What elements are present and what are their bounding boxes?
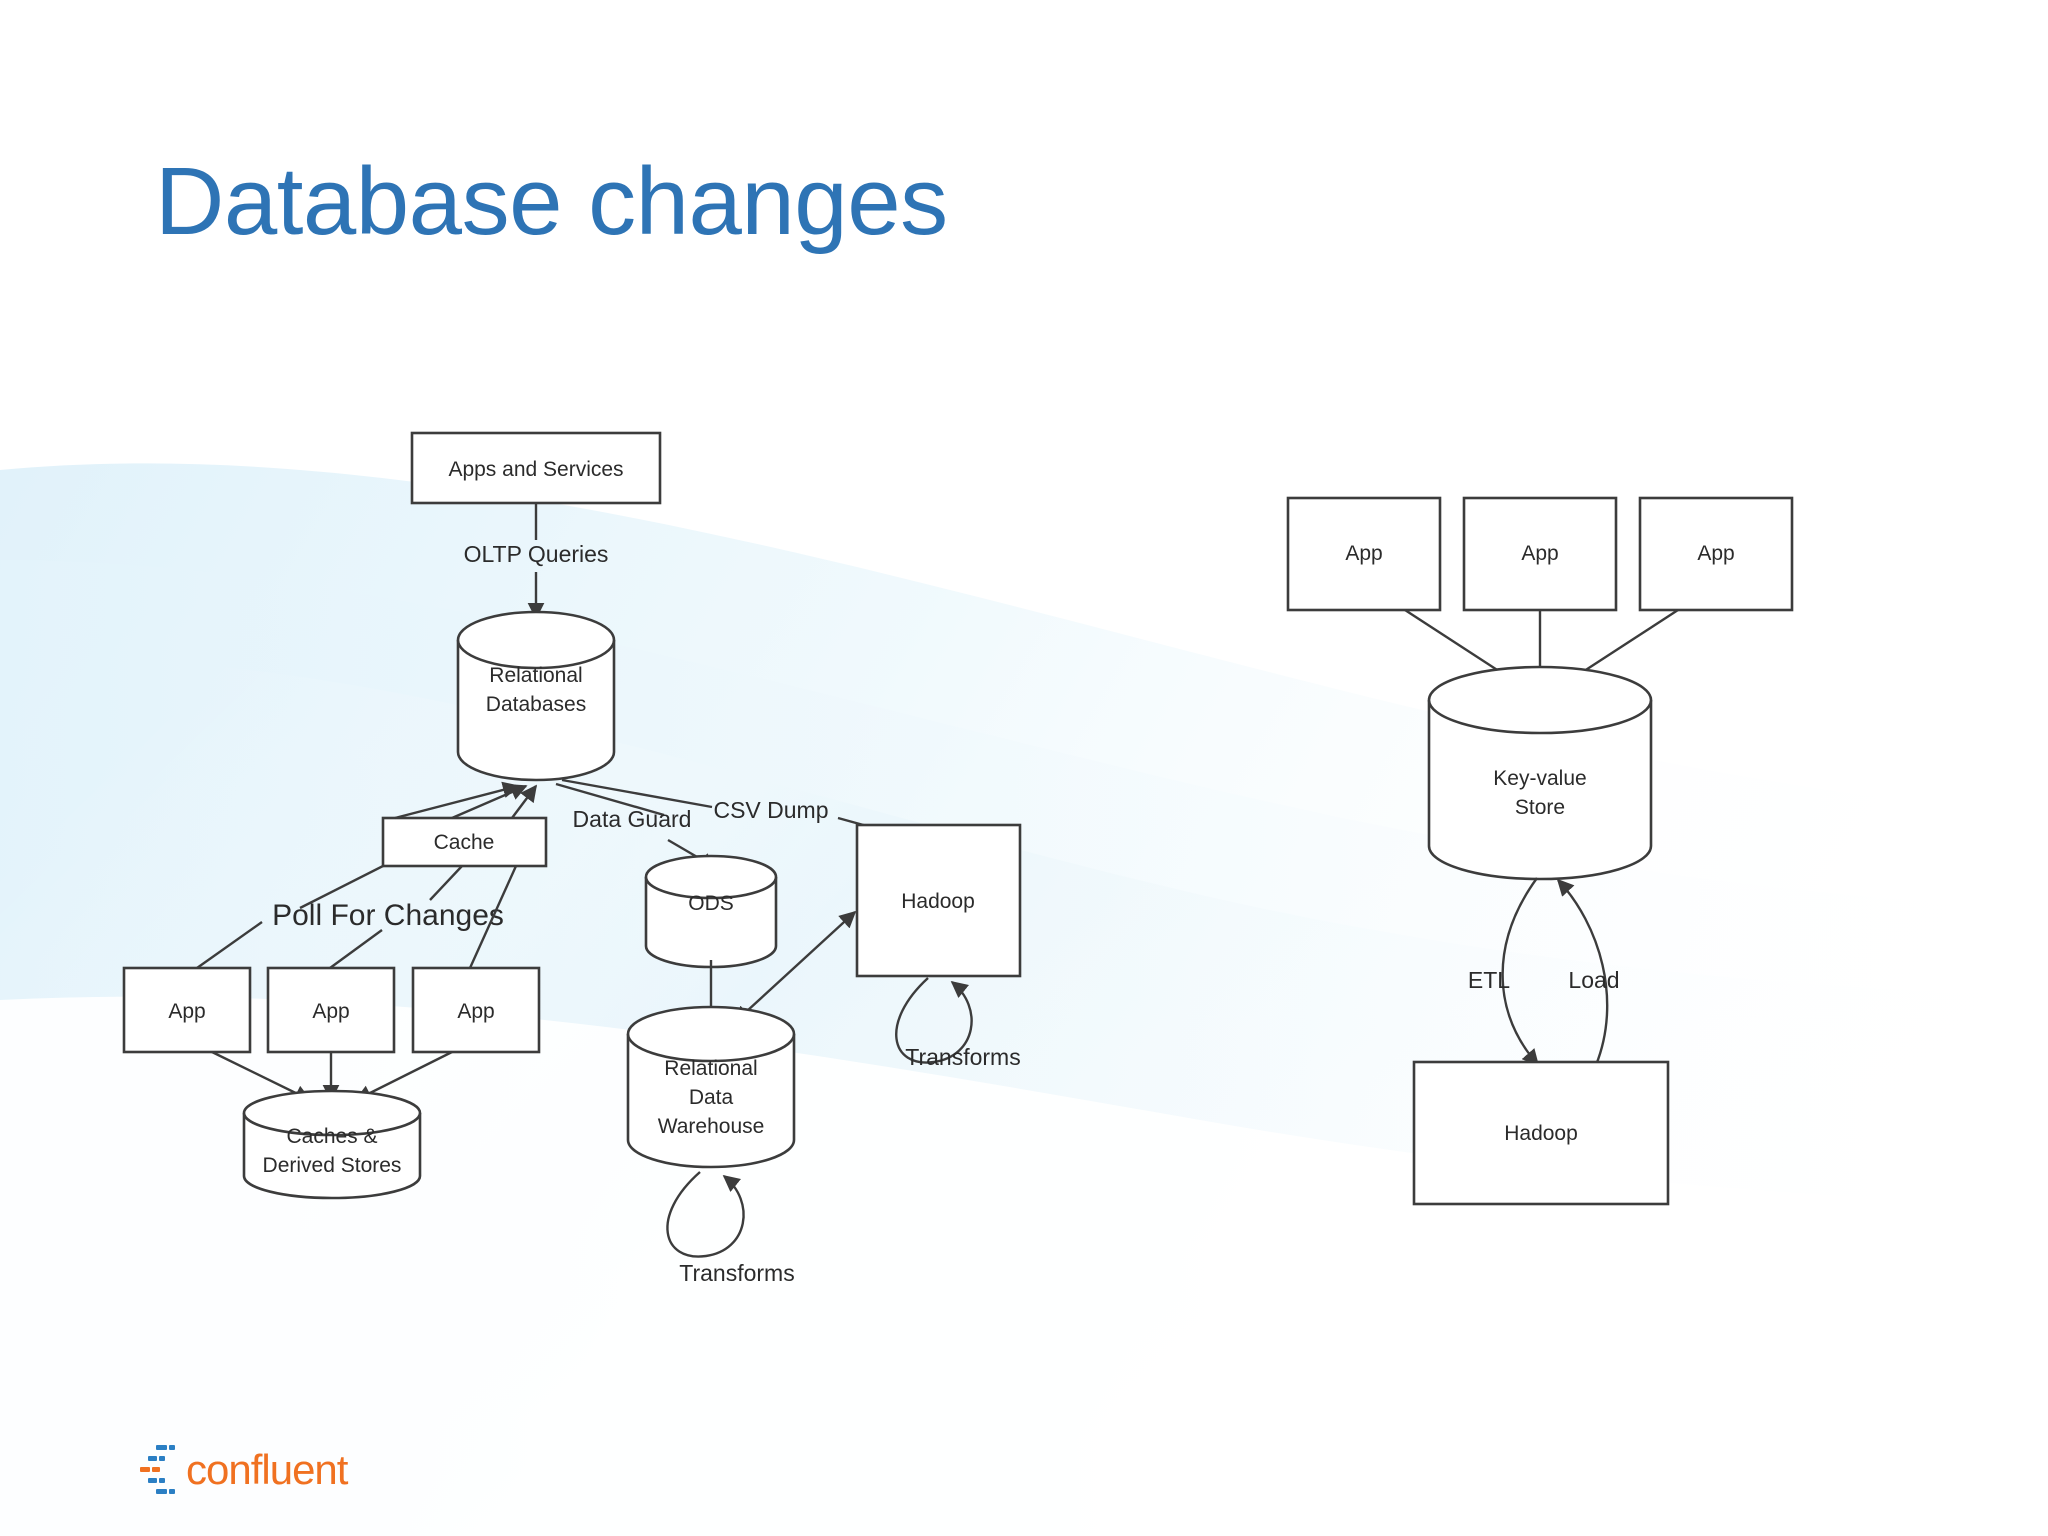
confluent-logo: confluent	[140, 1444, 348, 1496]
node-right-app-1[interactable]: App	[1286, 496, 1442, 612]
edge-cache-mid-to-rdbms	[451, 784, 528, 820]
node-label: Hadoop	[901, 890, 975, 913]
edge-label-data-guard: Data Guard	[573, 806, 692, 832]
node-label-line2: Derived Stores	[263, 1154, 402, 1177]
edge-hadoop-to-kv-load	[1556, 878, 1609, 1066]
edge-poll-to-cache-a	[299, 864, 384, 910]
edge-cache-left-to-rdbms	[394, 781, 520, 820]
edge-label-transforms-hadoop: Transforms	[905, 1044, 1020, 1070]
edge-label-etl: ETL	[1468, 967, 1510, 993]
node-label-line2: Databases	[486, 693, 586, 716]
edge-app3-to-caches	[354, 1050, 453, 1102]
node-label-line3: Warehouse	[658, 1115, 765, 1138]
node-ods[interactable]: ODS	[644, 854, 778, 969]
node-label-line1: Relational	[489, 664, 582, 687]
node-label: ODS	[688, 892, 734, 915]
node-left-app-2[interactable]: App	[266, 966, 396, 1054]
node-left-hadoop[interactable]: Hadoop	[855, 823, 1022, 978]
edge-rdw-self-loop	[666, 1171, 745, 1258]
node-cache[interactable]: Cache	[381, 816, 548, 868]
edge-rdbms-to-hadoop-seg1	[561, 778, 713, 809]
edge-label-oltp-queries: OLTP Queries	[464, 541, 609, 567]
edge-label-transforms-rdw: Transforms	[679, 1260, 794, 1286]
edge-label-csv-dump: CSV Dump	[713, 797, 828, 823]
node-caches-derived-stores[interactable]: Caches & Derived Stores	[242, 1089, 422, 1200]
confluent-wordmark: confluent	[186, 1446, 348, 1493]
node-apps-and-services[interactable]: Apps and Services	[410, 431, 662, 505]
node-label: Cache	[434, 831, 495, 854]
node-label-line1: Relational	[664, 1057, 757, 1080]
edge-cache-right-to-rdbms	[511, 784, 538, 819]
node-label: App	[168, 1000, 205, 1023]
node-left-app-3[interactable]: App	[411, 966, 541, 1054]
node-label-line1: Key-value	[1493, 767, 1586, 790]
node-label: Apps and Services	[448, 458, 623, 481]
node-label: App	[457, 1000, 494, 1023]
node-right-app-2[interactable]: App	[1462, 496, 1618, 612]
edge-label-load: Load	[1568, 967, 1619, 993]
edge-label-poll-for-changes: Poll For Changes	[272, 899, 504, 932]
node-relational-data-warehouse[interactable]: Relational Data Warehouse	[626, 1005, 796, 1169]
node-label-line2: Data	[689, 1086, 734, 1109]
edge-app3-to-cache	[468, 865, 518, 969]
confluent-mark-icon	[140, 1445, 175, 1494]
node-key-value-store[interactable]: Key-value Store	[1427, 665, 1653, 881]
edge-app1-to-poll	[196, 921, 263, 969]
node-label-line1: Caches &	[286, 1125, 377, 1148]
node-left-app-1[interactable]: App	[122, 966, 252, 1054]
node-label: App	[1697, 542, 1734, 565]
node-label: App	[1521, 542, 1558, 565]
node-relational-databases[interactable]: Relational Databases	[456, 610, 616, 782]
edge-poll-to-cache-b	[429, 865, 463, 901]
node-label: App	[1345, 542, 1382, 565]
node-right-hadoop[interactable]: Hadoop	[1412, 1060, 1670, 1206]
edge-hadoop-self-loop	[895, 977, 973, 1064]
page-title: Database changes	[155, 148, 948, 255]
node-label: Hadoop	[1504, 1122, 1578, 1145]
edge-rdbms-to-ods-seg1	[555, 782, 665, 817]
node-label: App	[312, 1000, 349, 1023]
edge-kv-to-hadoop-etl	[1501, 877, 1540, 1067]
edge-app2-to-poll	[329, 929, 383, 969]
node-label-line2: Store	[1515, 796, 1565, 819]
edge-rdw-hadoop-bidirectional	[733, 910, 857, 1024]
node-right-app-3[interactable]: App	[1638, 496, 1794, 612]
